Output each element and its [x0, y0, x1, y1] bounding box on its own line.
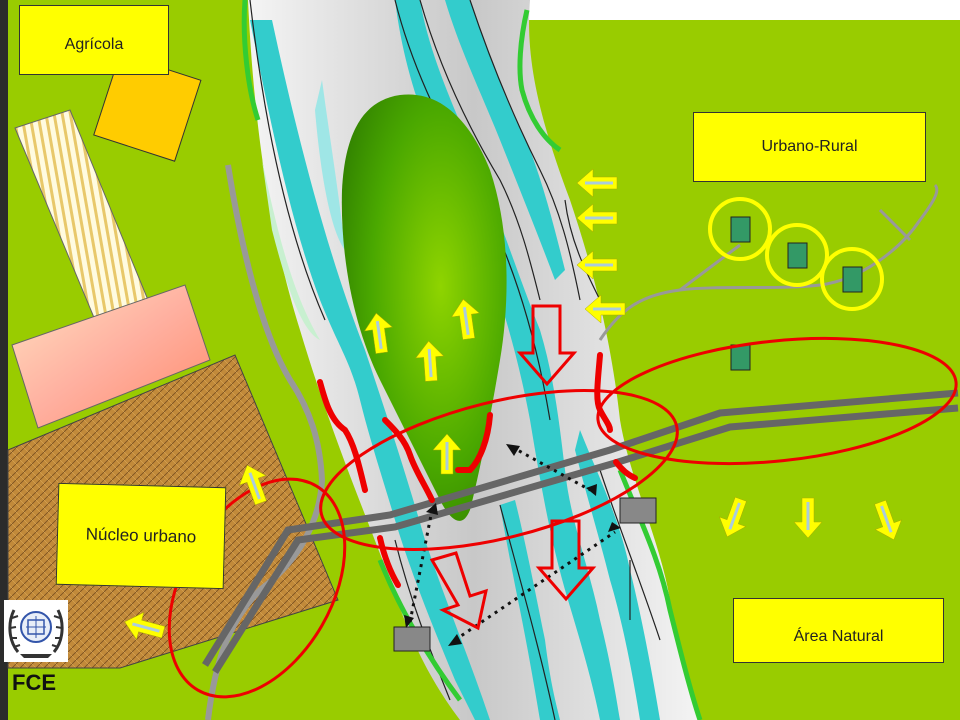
facility-box	[619, 497, 657, 524]
label-agricola: Agrícola	[19, 5, 169, 75]
river-island	[341, 94, 507, 521]
local-road-left	[205, 164, 326, 720]
settlement-ring	[765, 223, 829, 287]
top-white-area	[525, 0, 960, 20]
river-channel-lower-right	[575, 430, 660, 720]
facility-box	[393, 626, 431, 652]
riparian-left-edge	[241, 0, 261, 121]
building	[730, 216, 751, 243]
river-channel-pale	[315, 80, 345, 250]
riparian-right-edge	[517, 9, 562, 153]
university-seal-icon	[4, 600, 68, 662]
river-channel-right	[445, 0, 565, 280]
building	[787, 242, 808, 269]
highway-bridge	[202, 389, 959, 674]
parcel-pink	[11, 284, 211, 429]
river-channel-lower-mid	[500, 500, 560, 720]
settlement-ring	[708, 197, 772, 261]
local-road-right	[598, 183, 939, 341]
fce-logo-text: FCE	[12, 670, 56, 695]
building	[730, 344, 751, 371]
river-channel-left	[250, 20, 490, 720]
dotted-connections	[408, 445, 616, 642]
left-border-strip	[0, 0, 8, 720]
building	[842, 266, 863, 293]
red-hollow-arrow-icon	[429, 304, 597, 631]
impact-edges	[317, 352, 638, 588]
label-urbano-rural: Urbano-Rural	[693, 112, 926, 182]
label-area-natural: Área Natural	[733, 598, 944, 663]
label-nucleo-urbano: Núcleo urbano	[55, 482, 227, 590]
settlement-ring	[820, 247, 884, 311]
